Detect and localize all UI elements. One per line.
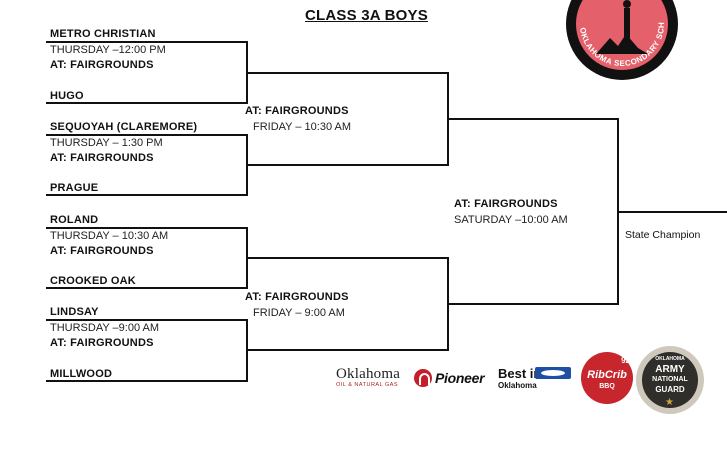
match-1-time: THURSDAY –12:00 PM xyxy=(50,44,166,56)
match-1-location: AT: FAIRGROUNDS xyxy=(50,59,154,71)
state-champion-label: State Champion xyxy=(625,229,701,241)
sponsor-ribcrib-logo: 92 RibCrib BBQ xyxy=(581,352,633,404)
final-time: SATURDAY –10:00 AM xyxy=(454,214,568,226)
svg-text:OKLAHOMA SECONDARY SCHOOL ACTI: OKLAHOMA SECONDARY SCHOOL ACTIVITIES ASS… xyxy=(566,0,666,68)
ford-oval-icon xyxy=(535,367,571,379)
team-hugo: HUGO xyxy=(50,90,84,102)
semifinal-2-location: AT: FAIRGROUNDS xyxy=(245,291,349,303)
team-sequoyah-claremore: SEQUOYAH (CLAREMORE) xyxy=(50,121,198,133)
team-metro-christian: METRO CHRISTIAN xyxy=(50,28,156,40)
semifinal-1-time: FRIDAY – 10:30 AM xyxy=(253,121,352,133)
sponsor-oklahoma-oil-gas-logo: Oklahoma OIL & NATURAL GAS xyxy=(336,366,401,388)
match-2-time: THURSDAY – 1:30 PM xyxy=(50,137,163,149)
match-4-time: THURSDAY –9:00 AM xyxy=(50,322,160,334)
match-3-location: AT: FAIRGROUNDS xyxy=(50,245,154,257)
page-title: CLASS 3A BOYS xyxy=(305,7,428,24)
sponsor-army-national-guard-logo: OKLAHOMA ARMY NATIONAL GUARD ★ xyxy=(636,346,704,414)
semifinal-2-time: FRIDAY – 9:00 AM xyxy=(253,307,345,319)
match-3-time: THURSDAY – 10:30 AM xyxy=(50,230,169,242)
team-prague: PRAGUE xyxy=(50,182,99,194)
association-seal-icon: OKLAHOMA SECONDARY SCHOOL ACTIVITIES ASS… xyxy=(566,0,678,80)
team-roland: ROLAND xyxy=(50,214,99,226)
match-2-location: AT: FAIRGROUNDS xyxy=(50,152,154,164)
star-icon: ★ xyxy=(665,397,674,408)
pioneer-icon xyxy=(414,369,432,387)
sponsor-best-in-oklahoma-logo: Best in Oklahoma xyxy=(498,366,574,394)
team-millwood: MILLWOOD xyxy=(50,368,113,380)
match-4-location: AT: FAIRGROUNDS xyxy=(50,337,154,349)
final-location: AT: FAIRGROUNDS xyxy=(454,198,558,210)
semifinal-1-location: AT: FAIRGROUNDS xyxy=(245,105,349,117)
team-crooked-oak: CROOKED OAK xyxy=(50,275,136,287)
team-lindsay: LINDSAY xyxy=(50,306,99,318)
sponsor-pioneer-logo: Pioneer xyxy=(414,368,485,388)
